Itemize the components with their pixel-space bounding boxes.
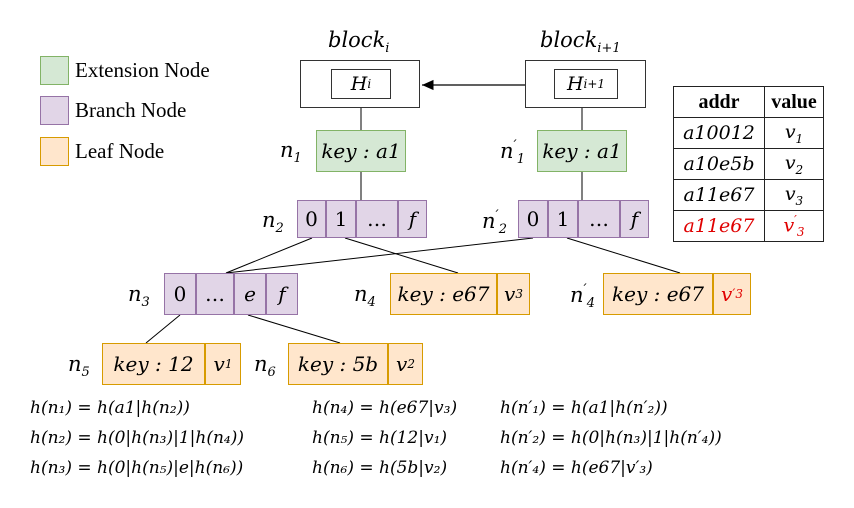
table-header-row: addr value (673, 86, 824, 118)
node-n1p-key: key : a1 (537, 130, 627, 172)
node-n1-key: key : a1 (316, 130, 406, 172)
legend-swatch-leaf (40, 137, 69, 166)
table-row-highlight: a11e67 v′3 (673, 210, 824, 242)
formula-h-n5: h(n₅) = h(12|v₁) (312, 428, 448, 448)
addr-value-table: addr value a10012 v1 a10e5b v2 a11e67 v3… (673, 86, 824, 242)
formula-h-n6: h(n₆) = h(5b|v₂) (312, 458, 448, 478)
node-n4-label: n4 (354, 282, 376, 311)
edge-n2p-n4p (566, 237, 681, 274)
node-n2-cell-1: 1 (326, 200, 356, 238)
node-n2p-cell-f: f (620, 200, 649, 238)
block-i-title: blocki (328, 28, 390, 57)
table-header-value: value (764, 86, 824, 118)
table-cell-addr: a11e67 (673, 210, 765, 242)
edge-n3-n6 (247, 314, 341, 344)
edge-n2-n4 (344, 237, 459, 274)
node-n4p-key: key : e67 (603, 273, 713, 315)
node-n2-cell-dots: … (356, 200, 398, 238)
formula-h-n4p: h(n′₄) = h(e67|v′₃) (500, 458, 653, 478)
formula-h-n3: h(n₃) = h(0|h(n₅)|e|h(n₆)) (30, 458, 244, 478)
node-n3-label: n3 (128, 282, 150, 311)
edge-n2p-n3 (225, 237, 534, 274)
node-n1-label: n1 (280, 138, 302, 167)
legend-swatch-branch (40, 96, 69, 125)
node-n6-key: key : 5b (288, 343, 388, 385)
node-n4-key: key : e67 (390, 273, 497, 315)
node-n2-label: n2 (262, 208, 284, 237)
table-cell-addr: a10e5b (673, 148, 765, 180)
formula-h-n1p: h(n′₁) = h(a1|h(n′₂)) (500, 398, 668, 418)
legend-label-extension: Extension Node (75, 58, 210, 82)
node-n4p-value: v′3 (713, 273, 751, 315)
node-n4p-label: n′4 (570, 282, 595, 312)
legend-label-leaf: Leaf Node (75, 139, 165, 163)
node-n3-cell-f: f (266, 273, 298, 315)
edge-n2-n3 (225, 237, 313, 274)
node-n1p-label: n′1 (500, 138, 525, 168)
table-cell-value: v′3 (764, 210, 824, 242)
node-n2p-cell-0: 0 (518, 200, 548, 238)
node-n3-cell-e: e (234, 273, 266, 315)
node-n5-key: key : 12 (102, 343, 205, 385)
node-n3-cell-dots: … (196, 273, 234, 315)
formula-h-n1: h(n₁) = h(a1|h(n₂)) (30, 398, 190, 418)
table-row: a11e67 v3 (673, 179, 824, 211)
table-cell-addr: a10012 (673, 117, 765, 149)
formula-h-n2p: h(n′₂) = h(0|h(n₃)|1|h(n′₄)) (500, 428, 722, 448)
table-cell-addr: a11e67 (673, 179, 765, 211)
formula-h-n4: h(n₄) = h(e67|v₃) (312, 398, 458, 418)
table-cell-value: v3 (764, 179, 824, 211)
table-row: a10e5b v2 (673, 148, 824, 180)
table-cell-value: v1 (764, 117, 824, 149)
edge-n3-n5 (145, 314, 181, 344)
node-n5-label: n5 (68, 352, 90, 381)
node-n6-label: n6 (254, 352, 276, 381)
node-n3-cell-0: 0 (164, 273, 196, 315)
node-n2-cell-0: 0 (297, 200, 326, 238)
block-i1-title: blocki+1 (540, 28, 621, 57)
table-cell-value: v2 (764, 148, 824, 180)
node-n2-cell-f: f (398, 200, 427, 238)
legend-label-branch: Branch Node (75, 98, 187, 122)
node-n2p-cell-1: 1 (548, 200, 578, 238)
table-row: a10012 v1 (673, 117, 824, 149)
node-n2p-cell-dots: … (578, 200, 620, 238)
formula-h-n2: h(n₂) = h(0|h(n₃)|1|h(n₄)) (30, 428, 245, 448)
legend-swatch-extension (40, 56, 69, 85)
node-n2p-label: n′2 (482, 208, 507, 238)
table-header-addr: addr (673, 86, 765, 118)
